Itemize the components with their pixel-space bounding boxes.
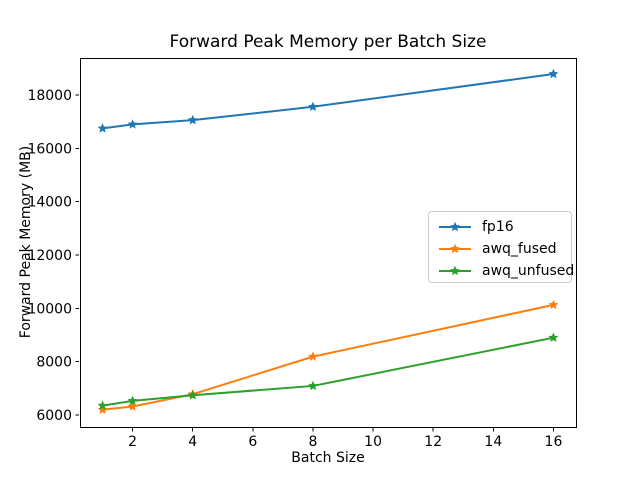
y-tick-label: 16000 <box>27 141 72 157</box>
star-marker-icon <box>450 221 460 232</box>
data-point-fp16 <box>187 114 198 125</box>
axes-frame <box>80 58 577 428</box>
y-tick-label: 18000 <box>27 88 72 104</box>
x-tick-label: 10 <box>364 434 382 450</box>
data-point-fp16 <box>548 68 559 79</box>
x-axis-label: Batch Size <box>291 450 365 466</box>
series-line-fp16 <box>101 73 555 130</box>
data-point-awq_fused <box>127 401 138 411</box>
data-point-awq_unfused <box>187 390 198 400</box>
data-point-awq_unfused <box>548 332 559 342</box>
data-point-awq_fused <box>97 404 108 414</box>
x-tick-label: 6 <box>248 434 257 450</box>
x-tick-label: 8 <box>309 434 318 450</box>
data-point-awq_unfused <box>308 380 318 391</box>
legend-line-sample <box>439 265 471 276</box>
y-tick-label: 8000 <box>36 355 72 371</box>
y-tick-label: 12000 <box>27 248 72 264</box>
y-tick-label: 6000 <box>36 408 72 424</box>
chart-title: Forward Peak Memory per Batch Size <box>169 32 487 52</box>
star-marker-icon <box>450 265 460 276</box>
legend-entry-fp16: fp16 <box>437 216 571 238</box>
legend-entry-awq_unfused: awq_unfused <box>437 260 575 282</box>
data-point-awq_fused <box>308 351 318 361</box>
legend-line-sample <box>439 221 471 232</box>
star-marker-icon <box>450 243 460 254</box>
x-tick-label: 2 <box>128 434 137 450</box>
x-tick-label: 14 <box>484 434 502 450</box>
x-tick-label: 16 <box>545 434 563 450</box>
x-tick-label: 4 <box>188 434 197 450</box>
series-line-awq_unfused <box>101 336 555 407</box>
legend-line-sample <box>439 243 471 254</box>
legend: fp16 awq_fused awq_unfused <box>428 211 575 283</box>
data-point-fp16 <box>127 119 138 129</box>
y-axis-label: Forward Peak Memory (MB) <box>18 145 34 339</box>
y-tick-label: 10000 <box>27 301 72 317</box>
data-point-fp16 <box>97 123 108 133</box>
series-line-awq_fused <box>101 303 555 411</box>
data-point-awq_fused <box>548 299 559 310</box>
legend-entry-label: awq_unfused <box>482 263 575 279</box>
data-point-awq_unfused <box>97 400 108 410</box>
data-point-awq_unfused <box>127 395 138 406</box>
legend-entry-label: awq_fused <box>482 241 557 257</box>
legend-entry-label: fp16 <box>482 219 514 235</box>
data-point-fp16 <box>308 101 318 111</box>
x-tick-label: 12 <box>424 434 442 450</box>
y-tick-label: 14000 <box>27 195 72 211</box>
legend-entry-awq_fused: awq_fused <box>437 238 571 260</box>
